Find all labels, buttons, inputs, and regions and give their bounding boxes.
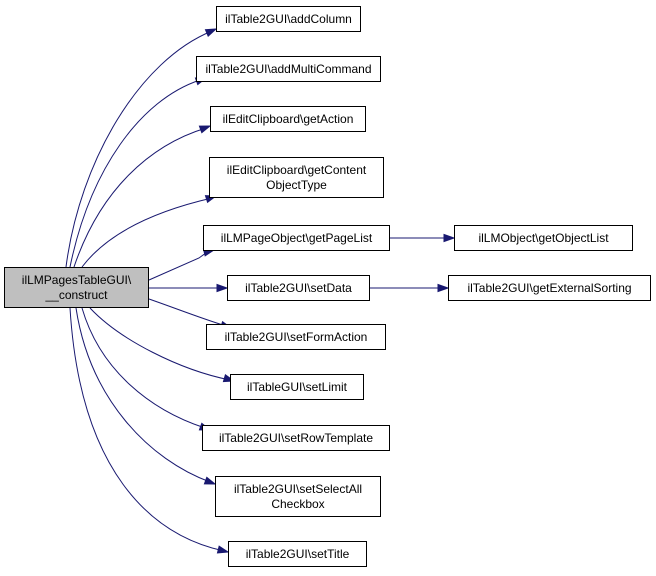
node-setformaction[interactable]: ilTable2GUI\setFormAction <box>206 324 386 350</box>
node-root-construct: ilLMPagesTableGUI\ __construct <box>4 267 149 308</box>
edge-construct-to-setrowtemplate <box>81 307 206 429</box>
node-settitle[interactable]: ilTable2GUI\setTitle <box>228 541 367 567</box>
edge-construct-to-addcolumn <box>65 30 213 268</box>
node-label-line: ilEditClipboard\getAction <box>222 111 354 126</box>
edge-construct-to-getpagelist <box>148 249 211 281</box>
node-label-line: ilLMPageObject\getPageList <box>220 230 373 245</box>
node-label-line: ilTable2GUI\addColumn <box>225 11 352 26</box>
edge-construct-to-addmulticommand <box>69 79 201 268</box>
node-getexternalsorting[interactable]: ilTable2GUI\getExternalSorting <box>448 275 651 301</box>
node-label-line: ObjectType <box>266 177 327 192</box>
arrowhead <box>203 476 217 485</box>
node-setrowtemplate[interactable]: ilTable2GUI\setRowTemplate <box>202 425 390 451</box>
arrowhead <box>437 283 450 293</box>
node-label-line: ilTable2GUI\setSelectAll <box>233 481 363 496</box>
edge-construct-to-getcontentobjecttype <box>81 197 213 268</box>
node-label-line: ilTableGUI\setLimit <box>246 379 348 394</box>
arrowhead <box>216 545 230 554</box>
node-label-line: ilTable2GUI\setFormAction <box>224 329 368 344</box>
node-label-line: ilEditClipboard\getContent <box>226 162 367 177</box>
node-getobjectlist[interactable]: ilLMObject\getObjectList <box>454 225 633 251</box>
node-label-line: ilLMObject\getObjectList <box>478 230 609 245</box>
edge-construct-to-settitle <box>69 307 225 552</box>
node-label-line: ilTable2GUI\setTitle <box>245 546 350 561</box>
node-setselectallcheckbox[interactable]: ilTable2GUI\setSelectAll Checkbox <box>215 476 381 517</box>
node-setdata[interactable]: ilTable2GUI\setData <box>227 275 370 301</box>
node-addcolumn[interactable]: ilTable2GUI\addColumn <box>216 6 361 32</box>
node-setlimit[interactable]: ilTableGUI\setLimit <box>230 374 364 400</box>
node-label-line: ilTable2GUI\getExternalSorting <box>467 280 632 295</box>
edge-construct-to-setformaction <box>148 298 227 327</box>
node-label-line: ilTable2GUI\setRowTemplate <box>218 430 374 445</box>
node-label-line: __construct <box>45 287 108 302</box>
node-label-line: Checkbox <box>271 496 325 511</box>
arrowhead <box>443 233 456 243</box>
arrowhead <box>204 28 218 37</box>
node-label-line: ilTable2GUI\addMultiCommand <box>205 61 372 76</box>
node-getaction[interactable]: ilEditClipboard\getAction <box>210 106 366 132</box>
arrowhead <box>198 125 212 134</box>
edge-construct-to-setlimit <box>89 307 231 381</box>
node-label-line: ilLMPagesTableGUI\ <box>21 272 132 287</box>
arrowhead <box>216 283 229 293</box>
edge-construct-to-setselectallcheckbox <box>75 307 211 483</box>
node-label-line: ilTable2GUI\setData <box>245 280 352 295</box>
node-addmulticommand[interactable]: ilTable2GUI\addMultiCommand <box>196 56 381 82</box>
edge-construct-to-getaction <box>73 127 207 268</box>
node-getpagelist[interactable]: ilLMPageObject\getPageList <box>203 225 390 251</box>
node-getcontentobjecttype[interactable]: ilEditClipboard\getContent ObjectType <box>209 157 384 198</box>
